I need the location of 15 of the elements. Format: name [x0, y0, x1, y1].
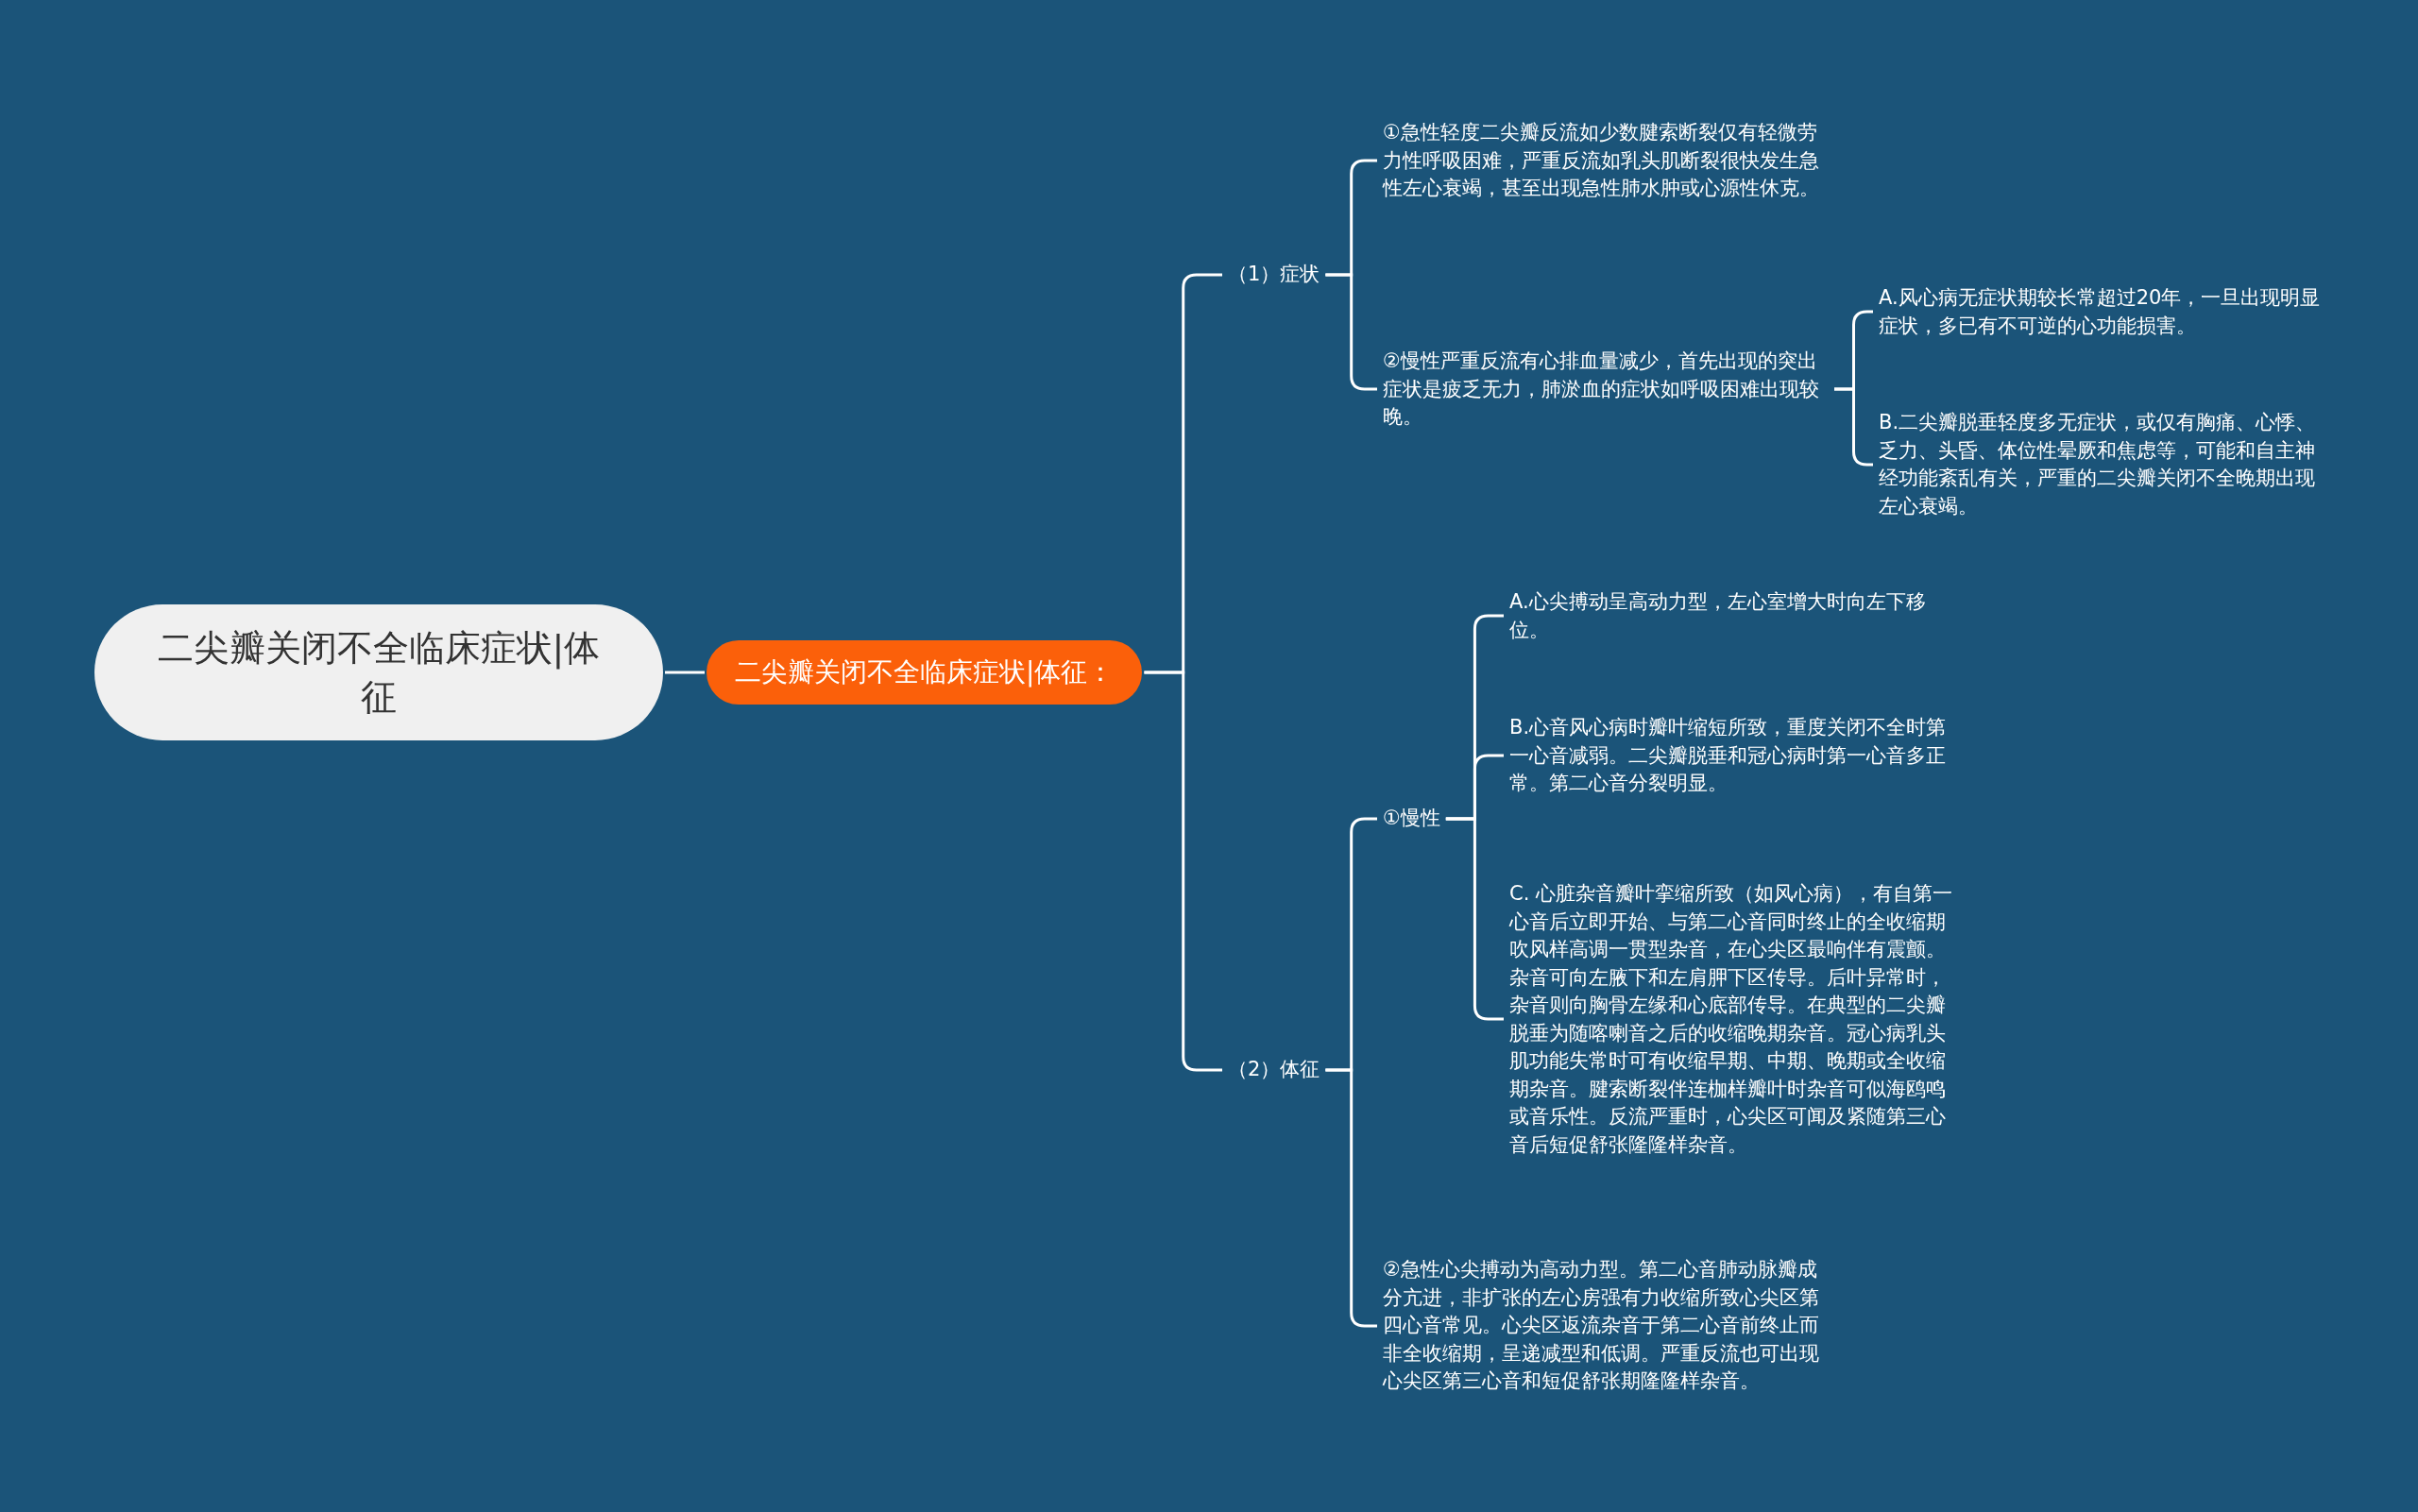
- connector-line: [1144, 671, 1222, 1072]
- topic-text: ①慢性: [1379, 805, 1444, 833]
- topic-text: （2）体征: [1224, 1056, 1324, 1084]
- topic-text: A.风心病无症状期较长常超过20年，一旦出现明显症状，多已有不可逆的心功能损害。: [1875, 283, 2328, 340]
- central-topic: 二尖瓣关闭不全临床症状|体征: [94, 604, 663, 740]
- topic-text: ①急性轻度二尖瓣反流如少数腱索断裂仅有轻微劳力性呼吸困难，严重反流如乳头肌断裂很快发生急性左心衰竭，甚至出现急性肺水肿或心源性休克。: [1379, 118, 1832, 203]
- topic-text: ②慢性严重反流有心排血量减少，首先出现的突出症状是疲乏无力，肺淤血的症状如呼吸困难出现较晚。: [1379, 347, 1832, 432]
- topic-text: A.心尖搏动呈高动力型，左心室增大时向左下移位。: [1506, 587, 1957, 644]
- topic-text: C. 心脏杂音瓣叶挛缩所致（如风心病），有自第一心音后立即开始、与第二心音同时终止的全收缩期吹风样高调一贯型杂音，在心尖区最响伴有震颤。杂音可向左腋下和左肩胛下区传导。后叶异常时，杂音则向胸骨左缘和心底部传导。在典型的二尖瓣脱垂为随喀喇音之后的收缩晚期杂音。冠心病乳头肌功能失常时可有收缩早期、中期、晚期或全收缩期杂音。腱索断裂伴连枷样瓣叶时杂音可似海鸥鸣或音乐性。反流严重时，心尖区可闻及紧随第三心音后短促舒张隆隆样杂音。: [1506, 879, 1957, 1159]
- topic-text: B.心音风心病时瓣叶缩短所致，重度关闭不全时第一心音减弱。二尖瓣脱垂和冠心病时第一心音多正常。第二心音分裂明显。: [1506, 713, 1957, 798]
- connector-line: [665, 671, 705, 674]
- topic-text: ②急性心尖搏动为高动力型。第二心音肺动脉瓣成分亢进，非扩张的左心房强有力收缩所致心尖区第四心音常见。心尖区返流杂音于第二心音前终止而非全收缩期，呈递减型和低调。严重反流也可出现心尖区第三心音和短促舒张期隆隆样杂音。: [1379, 1256, 1832, 1396]
- topic-text: （1）症状: [1224, 261, 1324, 289]
- topic-text: B.二尖瓣脱垂轻度多无症状，或仅有胸痛、心悸、乏力、头昏、体位性晕厥和焦虑等，可能和自主神经功能紊乱有关，严重的二尖瓣关闭不全晚期出现左心衰竭。: [1875, 409, 2328, 520]
- main-topic: 二尖瓣关闭不全临床症状|体征：: [707, 640, 1143, 705]
